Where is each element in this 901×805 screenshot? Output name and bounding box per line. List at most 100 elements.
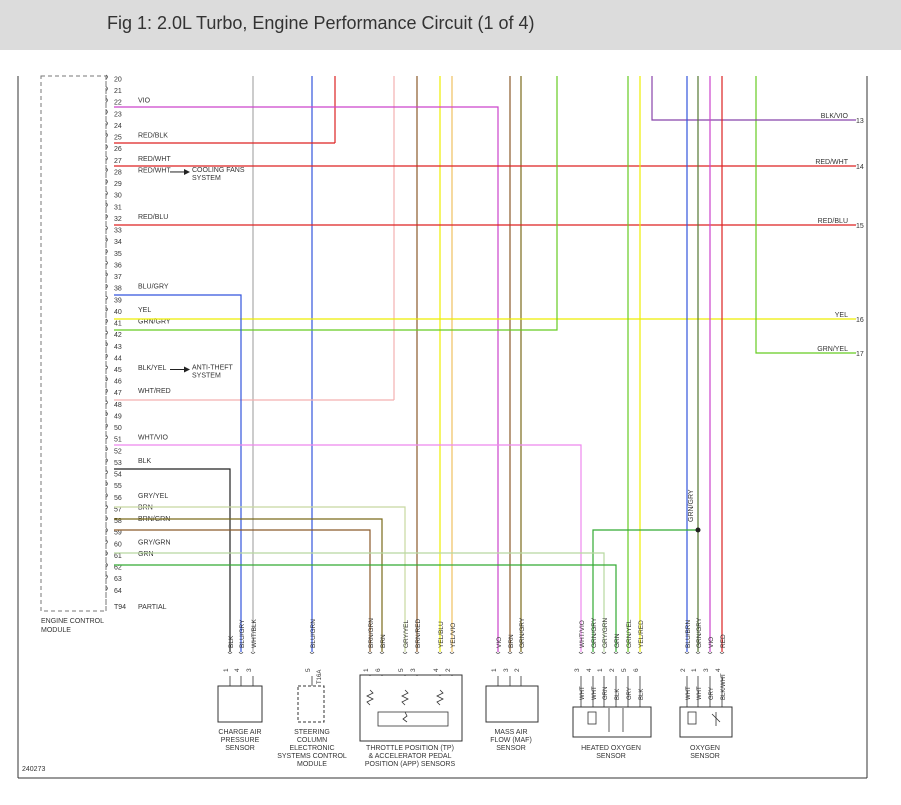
component-inner-label: WHT [580,686,586,700]
component-name: & ACCELERATOR PEDAL [369,753,452,760]
ecm-pin-bracket [105,365,108,370]
ecm-pin-bracket [105,504,108,510]
component-pin-bracket [414,651,420,654]
component-inner-label: GRY [627,687,633,700]
ecm-pin-number: 47 [114,390,122,397]
component-pin-number: 3 [574,668,581,672]
ecm-wire-label: VIO [138,98,151,105]
diagram-frame [17,76,868,779]
ecm-pin-bracket [105,190,108,196]
component-inner-label: WHT [686,686,692,700]
ecm-pin-number: 24 [114,123,122,130]
component-wire-label: GRN/YEL [626,619,633,648]
resistor-symbol [401,689,409,706]
component-pin-bracket [601,651,607,654]
ecm-pin-bracket [105,423,108,428]
component-pin-bracket [402,651,408,654]
wire-grn-yel-17 [755,76,856,354]
ecm-pin-bracket [105,434,108,440]
o2s-heater [687,711,697,725]
ecm-pin-number: 60 [114,541,122,548]
component-wire-label: BRN/RED [415,618,422,648]
ecm-pin-number: 41 [114,321,122,328]
ecm-pin-bracket [105,295,108,301]
o2s-internals [687,711,721,726]
ecm-wire-label: GRN/GRY [138,319,171,326]
component-name: POSITION (APP) SENSORS [365,761,456,768]
component-pin-number: 4 [234,668,241,672]
right-ref-number: 13 [856,118,864,125]
component-name: MODULE [297,761,327,768]
component-inner-label: BLK [615,689,621,700]
component-name: MASS AIR [494,729,527,736]
ecm-pin-number: 63 [114,576,122,583]
ecm-pin-bracket [105,469,108,475]
ecm-pin-number: 28 [114,169,122,176]
ecm-pin-bracket [105,562,108,568]
component-pin-bracket [590,651,596,654]
component-pin-number: 6 [375,668,382,672]
component-pin-bracket [695,651,701,654]
tp-sensor-internals [366,689,449,727]
component-name: ELECTRONIC [289,745,334,752]
component-wire-label: BLU/BRN [685,620,692,648]
figure-id: 240273 [22,766,45,773]
wire-blk-vio-13 [651,76,856,121]
ecm-pin-number: 22 [114,100,122,107]
ecm-wire-label: GRN [138,551,154,558]
component-box [572,706,652,738]
component-pin-number: 6 [633,668,640,672]
ecm-pin-bracket [105,248,108,254]
component-2: 5BLU/GRNT16ASTEERINGCOLUMNELECTRONICSYST… [277,619,347,768]
figure-title: Fig 1: 2.0L Turbo, Engine Performance Ci… [107,13,535,33]
ecm-pin-number: 26 [114,146,122,153]
ecm-pin-number: 45 [114,367,122,374]
component-pin-bracket [684,651,690,654]
ecm-pin-bracket [105,86,108,91]
ecm-pin-bracket [105,574,108,579]
ecm-pin-bracket [105,237,108,243]
ecm-wire-label: BLK/YEL [138,365,167,372]
component-wire-label: BRN/GRN [368,618,375,648]
ecm-pin-number: 49 [114,413,122,420]
component-box [297,685,325,723]
right-ref-label: RED/BLU [818,218,848,225]
ecm-pin-number: 43 [114,344,122,351]
wire-vio-maf [114,106,499,652]
component-wire-label: WHT/VIO [579,620,586,648]
component-pin-bracket [367,651,373,654]
ecm-pin-number: 40 [114,309,122,316]
component-inner-label: BLK/WHT [721,673,727,700]
ecm-wire-label: WHT/RED [138,388,171,395]
right-ref-label: RED/WHT [815,159,848,166]
component-wire-label: VIO [496,637,503,648]
component-name: FLOW (MAF) [490,737,532,744]
component-pin-number: 4 [715,668,722,672]
ecm-pin-bracket [105,516,108,521]
ecm-wire-label: BLK [138,458,152,465]
resistor-symbol [436,689,444,706]
ecm-wire-label: YEL [138,307,151,314]
wire-blu-gry [114,294,242,652]
ecm-pin-bracket [105,585,108,591]
component-box [485,685,539,723]
ecm-pin-number: 57 [114,506,122,513]
ecm-pin-bracket [105,97,108,103]
component-pin-bracket [449,651,455,654]
ecm-wire-label: GRY/GRN [138,539,171,546]
component-pin-number: 1 [491,668,498,672]
component-box [359,674,463,742]
component-wire-label: GRN/GRY [591,617,598,648]
component-pin-number: 3 [246,668,253,672]
wire-grn-gry-ho2s [592,529,698,652]
ecm-pin-number: 23 [114,111,122,118]
ecm-pin-number: 56 [114,495,122,502]
system-ref-line2: SYSTEM [192,175,221,182]
ecm-label-line1: ENGINE CONTROL [41,618,104,625]
component-name: STEERING [294,729,330,736]
component-3: 1BRN/GRN6BRN5GRY/YEL3BRN/RED4YEL/BLU2YEL… [359,618,463,768]
ecm-pin-bracket [105,527,108,533]
wire-brn [114,518,383,652]
component-wire-label: BLU/GRY [239,619,246,648]
